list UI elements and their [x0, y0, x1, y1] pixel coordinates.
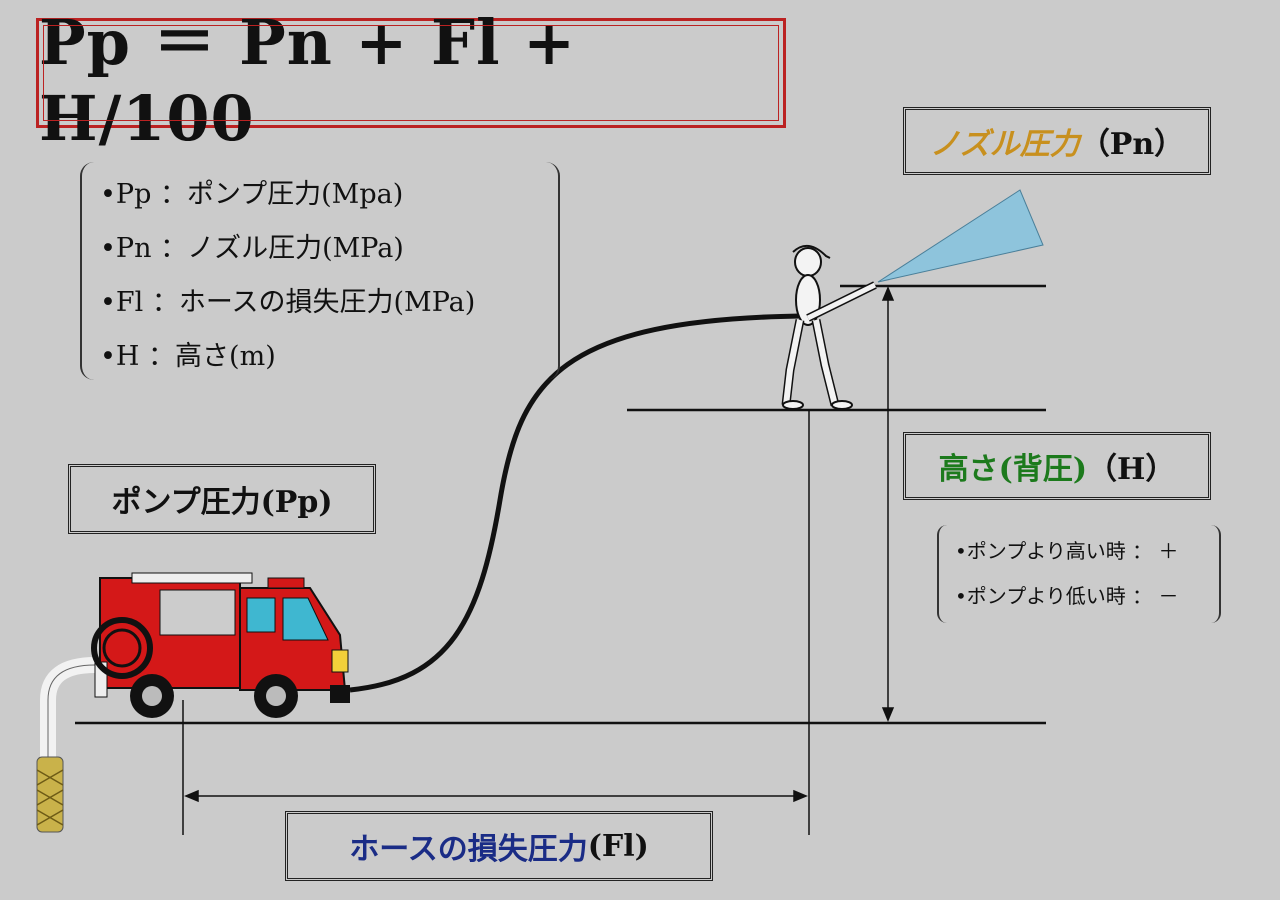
variable-legend: •Pp ：ポンプ圧力(Mpa) •Pn ：ノズル圧力(MPa) •Fl ：ホース… [80, 162, 560, 380]
hose-loss-symbol: (Fl) [587, 828, 649, 864]
nozzle-pressure-jp: ノズル圧力 [929, 127, 1080, 162]
height-sign-notes: •ポンプより高い時 ： ＋ •ポンプより低い時 ： － [937, 525, 1221, 623]
height-label: 高さ(背圧) （H） [903, 432, 1211, 500]
legend-item-pp: •Pp ：ポンプ圧力(Mpa) [100, 179, 404, 210]
legend-item-h: •H ：高さ(m) [100, 341, 276, 372]
legend-item-fl: •Fl ：ホースの損失圧力(MPa) [100, 287, 476, 318]
note-lower: •ポンプより低い時 ： － [955, 584, 1179, 608]
pump-pressure-text: ポンプ圧力(Pp) [111, 485, 333, 520]
fire-truck [91, 572, 350, 718]
height-dimension-arrow [881, 286, 895, 722]
formula-text: Pp ＝ Pn + Fl + H/100 [39, 5, 577, 155]
suction-pipe [36, 657, 96, 833]
pump-pressure-label: ポンプ圧力(Pp) [68, 464, 376, 534]
nozzle-pressure-label: ノズル圧力 （Pn） [903, 107, 1211, 175]
legend-item-pn: •Pn ：ノズル圧力(MPa) [100, 233, 404, 264]
firefighter [781, 245, 877, 410]
hose-length-dimension-arrow [182, 410, 810, 835]
hose-loss-label: ホースの損失圧力 (Fl) [285, 811, 713, 881]
note-higher: •ポンプより高い時 ： ＋ [955, 539, 1179, 563]
formula-box: Pp ＝ Pn + Fl + H/100 [36, 6, 786, 155]
water-spray [877, 189, 1044, 283]
height-symbol: （H） [1087, 452, 1176, 487]
hose-loss-jp: ホースの損失圧力 [349, 832, 588, 867]
height-jp: 高さ(背圧) [938, 452, 1088, 487]
nozzle-pressure-symbol: （Pn） [1079, 127, 1185, 162]
fire-hose [349, 313, 801, 693]
